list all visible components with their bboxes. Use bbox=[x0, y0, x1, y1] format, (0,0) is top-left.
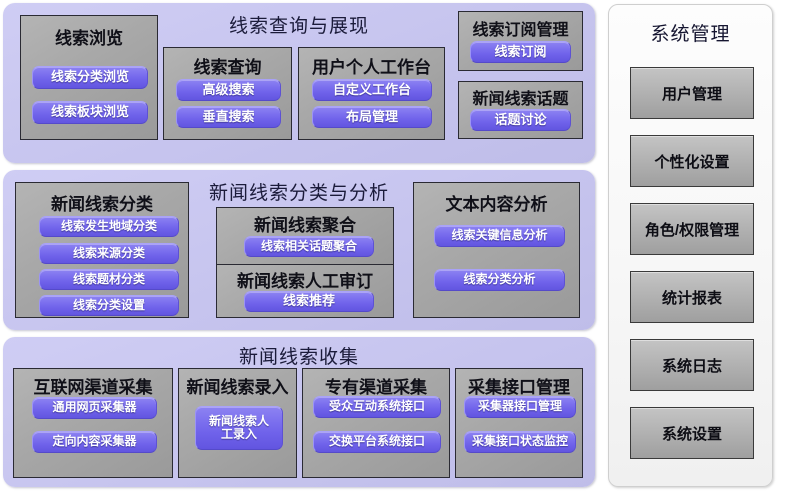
feature-pill[interactable]: 垂直搜索 bbox=[176, 106, 281, 128]
module-box-manual-review[interactable]: 新闻线索人工审订 线索推荐 bbox=[216, 264, 394, 318]
module-title: 线索查询 bbox=[193, 58, 262, 77]
sidebar-item-system-settings[interactable]: 系统设置 bbox=[630, 407, 754, 459]
sidebar-item-statistics-report[interactable]: 统计报表 bbox=[630, 271, 754, 323]
module-title: 用户个人工作台 bbox=[312, 58, 431, 77]
module-title: 采集接口管理 bbox=[468, 378, 570, 397]
feature-pill[interactable]: 线索发生地域分类 bbox=[39, 216, 179, 237]
feature-pill[interactable]: 线索板块浏览 bbox=[32, 101, 148, 124]
feature-pill[interactable]: 采集接口状态监控 bbox=[464, 431, 576, 453]
module-title: 文本内容分析 bbox=[445, 195, 548, 214]
feature-pill[interactable]: 线索分类设置 bbox=[39, 295, 179, 316]
feature-pill[interactable]: 自定义工作台 bbox=[312, 79, 432, 101]
feature-pill[interactable]: 高级搜索 bbox=[176, 79, 281, 101]
module-title: 新闻线索话题 bbox=[472, 91, 569, 108]
feature-pill[interactable]: 线索相关话题聚合 bbox=[244, 236, 374, 257]
module-box-proprietary-channel-collect[interactable]: 专有渠道采集 受众互动系统接口 交换平台系统接口 bbox=[302, 368, 450, 478]
feature-pill[interactable]: 布局管理 bbox=[312, 106, 432, 128]
feature-pill[interactable]: 定向内容采集器 bbox=[32, 431, 157, 453]
sidebar-item-role-permission-management[interactable]: 角色/权限管理 bbox=[630, 203, 754, 255]
feature-pill[interactable]: 受众互动系统接口 bbox=[313, 396, 441, 418]
feature-pill[interactable]: 线索推荐 bbox=[244, 291, 374, 312]
feature-pill[interactable]: 交换平台系统接口 bbox=[313, 431, 441, 453]
group-panel-classification-analysis: 新闻线索分类与分析 新闻线索分类 线索发生地域分类 线索来源分类 线索题材分类 … bbox=[3, 170, 595, 330]
feature-pill[interactable]: 线索分类浏览 bbox=[32, 66, 148, 89]
sidebar-item-system-log[interactable]: 系统日志 bbox=[630, 339, 754, 391]
module-box-personal-workbench[interactable]: 用户个人工作台 自定义工作台 布局管理 bbox=[298, 47, 445, 140]
sidebar-item-user-management[interactable]: 用户管理 bbox=[630, 67, 754, 119]
feature-pill[interactable]: 线索关键信息分析 bbox=[434, 225, 565, 247]
sidebar-system-management: 系统管理 用户管理 个性化设置 角色/权限管理 统计报表 系统日志 系统设置 bbox=[608, 4, 773, 487]
group-title: 新闻线索分类与分析 bbox=[208, 183, 389, 204]
feature-pill[interactable]: 线索订阅 bbox=[470, 41, 571, 63]
module-title: 新闻线索人工审订 bbox=[237, 272, 373, 291]
group-title: 线索查询与展现 bbox=[228, 16, 369, 37]
group-panel-clue-collection: 新闻线索收集 互联网渠道采集 通用网页采集器 定向内容采集器 新闻线索录入 新闻… bbox=[3, 337, 595, 487]
module-title: 线索订阅管理 bbox=[472, 22, 569, 39]
module-box-clue-browse[interactable]: 线索浏览 线索分类浏览 线索板块浏览 bbox=[20, 15, 158, 140]
feature-pill[interactable]: 线索题材分类 bbox=[39, 269, 179, 290]
sidebar-title: 系统管理 bbox=[650, 24, 731, 45]
module-title: 专有渠道采集 bbox=[325, 378, 427, 397]
module-box-clue-manual-entry[interactable]: 新闻线索录入 新闻线索人 工录入 bbox=[178, 368, 297, 478]
module-box-collect-interface-management[interactable]: 采集接口管理 采集器接口管理 采集接口状态监控 bbox=[455, 368, 583, 478]
module-title: 新闻线索录入 bbox=[186, 378, 289, 397]
module-box-text-content-analysis[interactable]: 文本内容分析 线索关键信息分析 线索分类分析 bbox=[413, 182, 580, 318]
module-title: 新闻线索聚合 bbox=[254, 216, 356, 235]
module-box-clue-aggregation[interactable]: 新闻线索聚合 线索相关话题聚合 bbox=[216, 207, 394, 265]
module-title: 线索浏览 bbox=[55, 29, 123, 48]
feature-pill[interactable]: 线索来源分类 bbox=[39, 243, 179, 264]
feature-pill[interactable]: 通用网页采集器 bbox=[32, 397, 157, 419]
module-title: 互联网渠道采集 bbox=[33, 378, 153, 397]
group-panel-query-presentation: 线索查询与展现 线索浏览 线索分类浏览 线索板块浏览 线索查询 高级搜索 垂直搜… bbox=[3, 3, 595, 163]
module-title: 新闻线索分类 bbox=[51, 195, 153, 214]
module-box-internet-channel-collect[interactable]: 互联网渠道采集 通用网页采集器 定向内容采集器 bbox=[13, 368, 173, 478]
module-box-clue-classification[interactable]: 新闻线索分类 线索发生地域分类 线索来源分类 线索题材分类 线索分类设置 bbox=[15, 182, 189, 318]
module-box-clue-query[interactable]: 线索查询 高级搜索 垂直搜索 bbox=[163, 47, 292, 140]
feature-pill[interactable]: 新闻线索人 工录入 bbox=[195, 406, 283, 450]
feature-pill[interactable]: 话题讨论 bbox=[470, 109, 571, 131]
sidebar-item-personalization-settings[interactable]: 个性化设置 bbox=[630, 135, 754, 187]
group-title: 新闻线索收集 bbox=[238, 347, 359, 368]
module-box-news-clue-topic[interactable]: 新闻线索话题 话题讨论 bbox=[458, 81, 583, 139]
feature-pill[interactable]: 采集器接口管理 bbox=[464, 396, 576, 418]
module-box-subscription-management[interactable]: 线索订阅管理 线索订阅 bbox=[458, 11, 583, 71]
feature-pill[interactable]: 线索分类分析 bbox=[434, 269, 565, 291]
